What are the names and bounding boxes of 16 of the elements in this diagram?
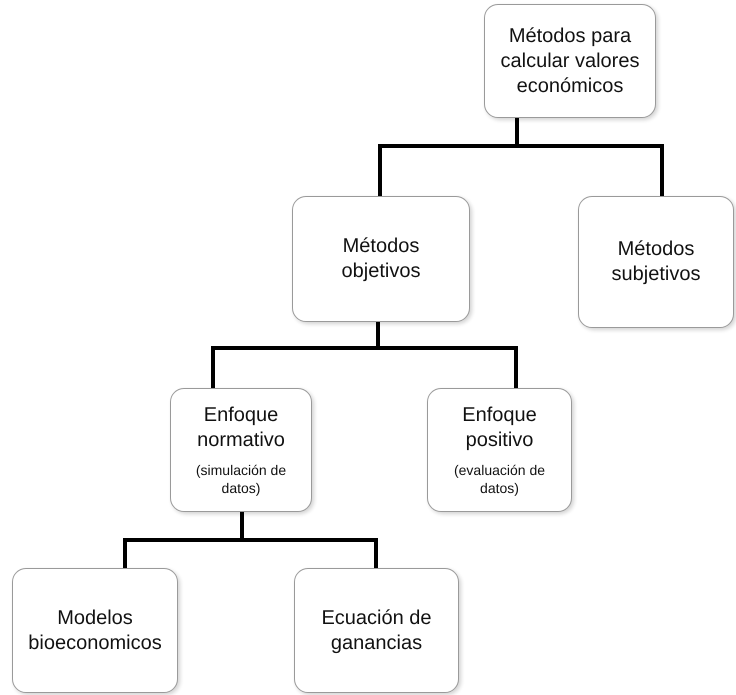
box-note: (simulación de datos) bbox=[194, 460, 288, 498]
rounded-box bbox=[12, 568, 178, 693]
rounded-box bbox=[578, 196, 734, 328]
box-title: Enfoque positivo bbox=[461, 402, 538, 453]
rounded-box bbox=[484, 4, 656, 118]
box-title: Métodos subjetivos bbox=[610, 237, 702, 287]
box-title: Enfoque normativo bbox=[196, 402, 286, 453]
box-title: Métodos para calcular valores económicos bbox=[500, 24, 640, 98]
rounded-box bbox=[427, 388, 572, 512]
box-note: (evaluación de datos) bbox=[452, 460, 546, 498]
rounded-box bbox=[294, 568, 459, 693]
box-title: Métodos objetivos bbox=[340, 234, 422, 284]
rounded-box bbox=[170, 388, 312, 512]
box-title: Ecuación de ganancias bbox=[320, 606, 433, 656]
box-title: Modelos bioeconomicos bbox=[27, 606, 163, 656]
rounded-box bbox=[292, 196, 470, 322]
